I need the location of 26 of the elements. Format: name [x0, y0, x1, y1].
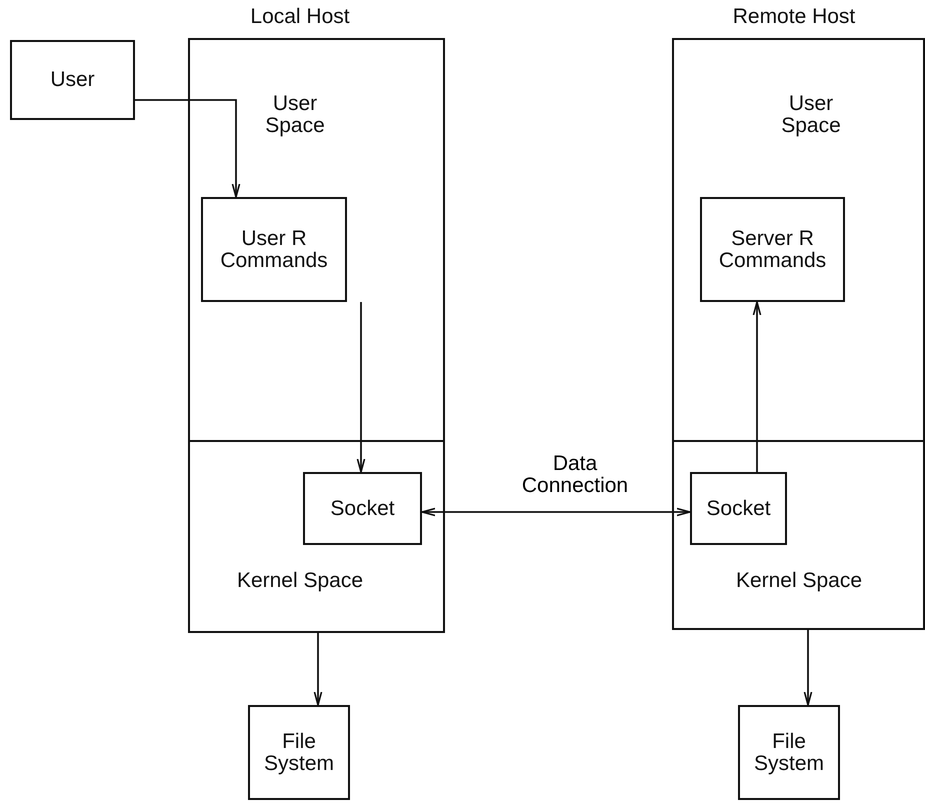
box-label: Socket: [705, 498, 772, 520]
process-box: [248, 705, 350, 800]
box-label: File System: [752, 730, 825, 774]
region-label: User Space: [264, 93, 326, 137]
arrow: [314, 633, 322, 706]
box-label: File System: [262, 730, 335, 774]
process-box: [10, 40, 135, 120]
host-title: Remote Host: [732, 6, 856, 28]
box-label: User: [49, 69, 96, 91]
host-title: Local Host: [249, 6, 351, 28]
region-label: Kernel Space: [236, 570, 364, 592]
process-box: [690, 472, 787, 545]
box-label: Socket: [329, 498, 396, 520]
arrow: [752, 301, 762, 472]
arrow: [421, 508, 691, 516]
region-label: User Space: [780, 93, 842, 137]
process-box: [738, 705, 840, 800]
arrow: [135, 99, 240, 198]
arrow: [356, 302, 366, 473]
process-box: [700, 197, 845, 302]
box-label: Server R Commands: [718, 228, 828, 272]
process-box: [201, 197, 347, 302]
process-box: [303, 472, 422, 545]
arrow: [804, 630, 812, 706]
region-label: Kernel Space: [734, 570, 864, 592]
box-label: User R Commands: [219, 228, 329, 272]
